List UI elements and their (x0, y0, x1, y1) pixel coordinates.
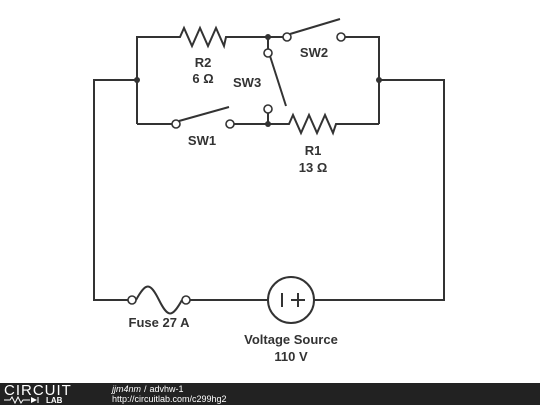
wire-left-rail (93, 79, 137, 301)
fuse-symbol (127, 285, 191, 315)
fuse-label: Fuse 27 A (129, 315, 191, 330)
circuitlab-logo-icon (4, 396, 39, 404)
junction-dot (134, 77, 140, 83)
switch-terminal (282, 32, 292, 42)
resistor-r2-name: R2 (195, 55, 212, 70)
resistor-r2-value: 6 Ω (192, 71, 213, 86)
junctions (134, 34, 382, 127)
resistor-r1-name: R1 (305, 143, 322, 158)
voltage-source-circle (267, 276, 315, 324)
switch-sw3-label: SW3 (233, 75, 261, 90)
switch-blade (178, 106, 230, 122)
fuse-terminal (127, 295, 137, 305)
circuitlab-logo-lab: LAB (46, 396, 63, 405)
resistor-r1-value: 13 Ω (299, 160, 328, 175)
circuitlab-logo-text[interactable]: CIRCUIT (4, 382, 72, 399)
switch-terminal (263, 48, 273, 58)
circuit-title[interactable]: advhw-1 (149, 384, 184, 394)
circuit-url[interactable]: http://circuitlab.com/c299hg2 (112, 394, 227, 404)
wire-right-rail (314, 79, 445, 301)
fuse-element (135, 285, 183, 315)
circuit-attribution: jjm4nm/advhw-1 (112, 384, 184, 394)
junction-dot (265, 121, 271, 127)
junction-dot (376, 77, 382, 83)
switch-blade (289, 18, 341, 35)
wire-top-left (136, 36, 176, 124)
switch-sw2-label: SW2 (300, 45, 328, 60)
author-name[interactable]: jjm4nm (112, 384, 142, 394)
switch-blade (269, 55, 287, 107)
switch-terminal (225, 119, 235, 129)
junction-dot (265, 34, 271, 40)
resistor-r2-symbol (176, 25, 229, 50)
switch-sw3-symbol (263, 48, 287, 114)
switch-sw1-label: SW1 (188, 133, 216, 148)
switch-sw1-symbol (171, 106, 235, 129)
voltage-source-name: Voltage Source (244, 332, 338, 347)
voltage-source-value: 110 V (274, 349, 308, 364)
wires (93, 36, 445, 301)
wire-top-right (343, 36, 380, 124)
switch-terminal (336, 32, 346, 42)
resistor-r1-symbol (284, 112, 338, 136)
circuit-schematic: R2 6 Ω R1 13 Ω SW2 SW3 SW1 Fuse 27 A Vol… (93, 18, 445, 364)
switch-terminal (171, 119, 181, 129)
attribution-separator: / (144, 384, 147, 394)
fuse-terminal (181, 295, 191, 305)
switch-sw2-symbol (282, 18, 346, 42)
footer-bar: CIRCUIT LAB jjm4nm/advhw-1 http://circui… (0, 383, 540, 405)
voltage-source-symbol (267, 276, 315, 324)
switch-terminal (263, 104, 273, 114)
